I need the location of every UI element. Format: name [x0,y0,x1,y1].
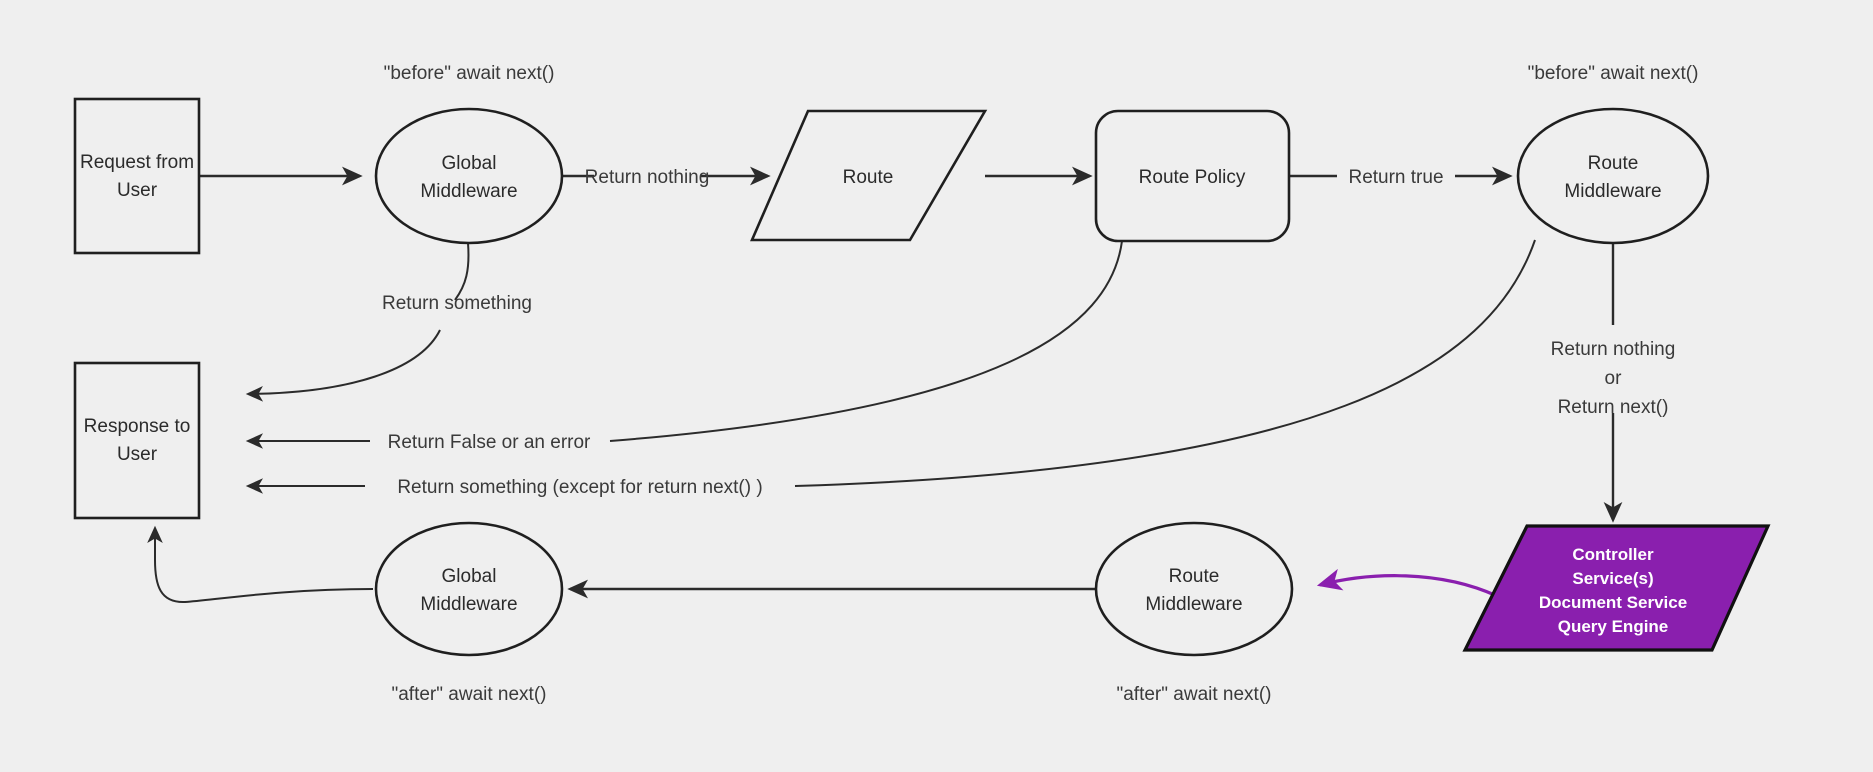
request-from-user-line1: Request from [80,152,194,173]
route-middleware-after-line1: Route [1169,566,1220,587]
edge-label-return-true: Return true [1348,167,1443,188]
edge-route-policy-return-false [245,240,1123,449]
edge-label-return-false-or-error: Return False or an error [388,432,591,453]
node-route[interactable]: Route [750,109,988,242]
node-request-from-user[interactable]: Request from User [73,97,201,255]
edge-global-middleware-after-to-response [147,525,374,604]
node-global-middleware-before[interactable]: Global Middleware [374,107,564,245]
route-label: Route [843,167,894,188]
edge-label-return-nothing-or-line2: or [1605,368,1623,389]
edge-global-middleware-return-something [245,242,470,402]
edge-label-return-something: Return something [382,293,532,314]
request-from-user-line2: User [117,180,158,201]
global-middleware-before-line2: Middleware [420,181,517,202]
route-middleware-after-line2: Middleware [1145,594,1242,615]
node-route-middleware-before[interactable]: Route Middleware [1516,107,1710,245]
edge-label-return-nothing: Return nothing [585,167,710,188]
annotation-before-await-next-global: "before" await next() [384,63,555,84]
edge-label-return-nothing-or-line1: Return nothing [1551,339,1676,360]
node-global-middleware-after[interactable]: Global Middleware [374,521,564,657]
global-middleware-before-line1: Global [442,153,497,174]
node-route-policy[interactable]: Route Policy [1094,109,1291,243]
node-route-middleware-after[interactable]: Route Middleware [1094,521,1294,657]
global-middleware-after-line2: Middleware [420,594,517,615]
node-controller-services[interactable]: Controller Service(s) Document Service Q… [1462,524,1771,652]
route-policy-label: Route Policy [1139,167,1246,188]
annotation-before-await-next-route: "before" await next() [1528,63,1699,84]
annotation-after-await-next-global: "after" await next() [392,684,547,705]
route-middleware-before-line1: Route [1588,153,1639,174]
edge-route-middleware-return-something-except [245,239,1536,494]
controller-line2: Service(s) [1572,569,1653,588]
global-middleware-after-line1: Global [442,566,497,587]
route-middleware-before-line2: Middleware [1564,181,1661,202]
annotation-after-await-next-route: "after" await next() [1117,684,1272,705]
edge-label-return-nothing-or-line3: Return next() [1558,397,1669,418]
controller-line3: Document Service [1539,593,1687,612]
edge-controller-to-route-middleware-purple [1316,568,1498,598]
edge-label-return-something-except: Return something (except for return next… [397,477,762,498]
controller-line4: Query Engine [1558,617,1669,636]
response-to-user-line1: Response to [84,416,191,437]
node-response-to-user[interactable]: Response to User [73,361,201,520]
controller-line1: Controller [1572,545,1654,564]
response-to-user-line2: User [117,444,158,465]
